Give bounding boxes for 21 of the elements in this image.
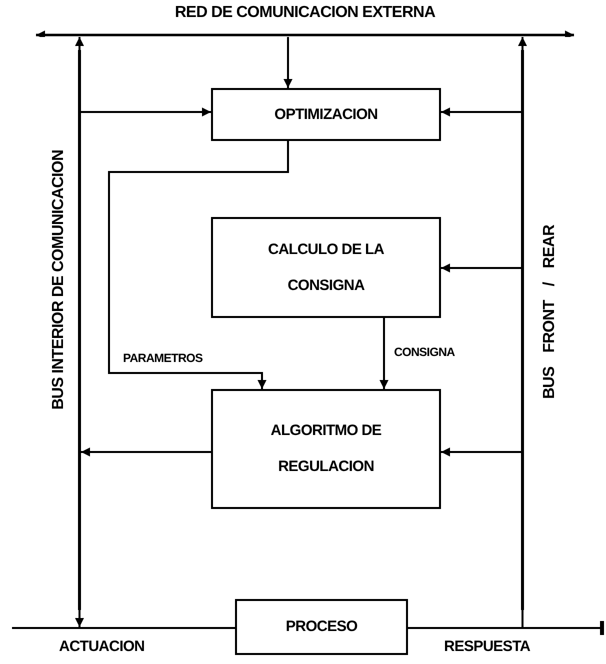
connector-arrow: [380, 318, 388, 389]
bus-label: BUS INTERIOR DE COMUNICACION: [50, 150, 68, 410]
connector-arrow: [441, 264, 521, 272]
connector-arrow: [518, 37, 527, 50]
connector-arrow: [108, 141, 289, 389]
connector-arrow: [441, 108, 521, 116]
connector-arrow: [81, 448, 211, 456]
connector-arrow: [81, 108, 211, 116]
process-box: CALCULO DE LA CONSIGNA: [211, 217, 441, 318]
connector-arrow: [284, 37, 292, 88]
process-box: OPTIMIZACION: [211, 88, 441, 141]
bus-line: [35, 4, 575, 37]
bus-label: RED DE COMUNICACION EXTERNA: [174, 4, 436, 22]
edge-label: PARAMETROS: [122, 351, 204, 365]
process-box: PROCESO: [235, 599, 408, 655]
connector-arrow: [441, 448, 521, 456]
edge-label: CONSIGNA: [393, 345, 456, 359]
connector-arrow: [75, 610, 84, 627]
connector-arrow: [75, 37, 84, 50]
process-box: ALGORITMO DE REGULACION: [211, 389, 441, 509]
bus-label: BUS FRONT / REAR: [541, 225, 559, 399]
